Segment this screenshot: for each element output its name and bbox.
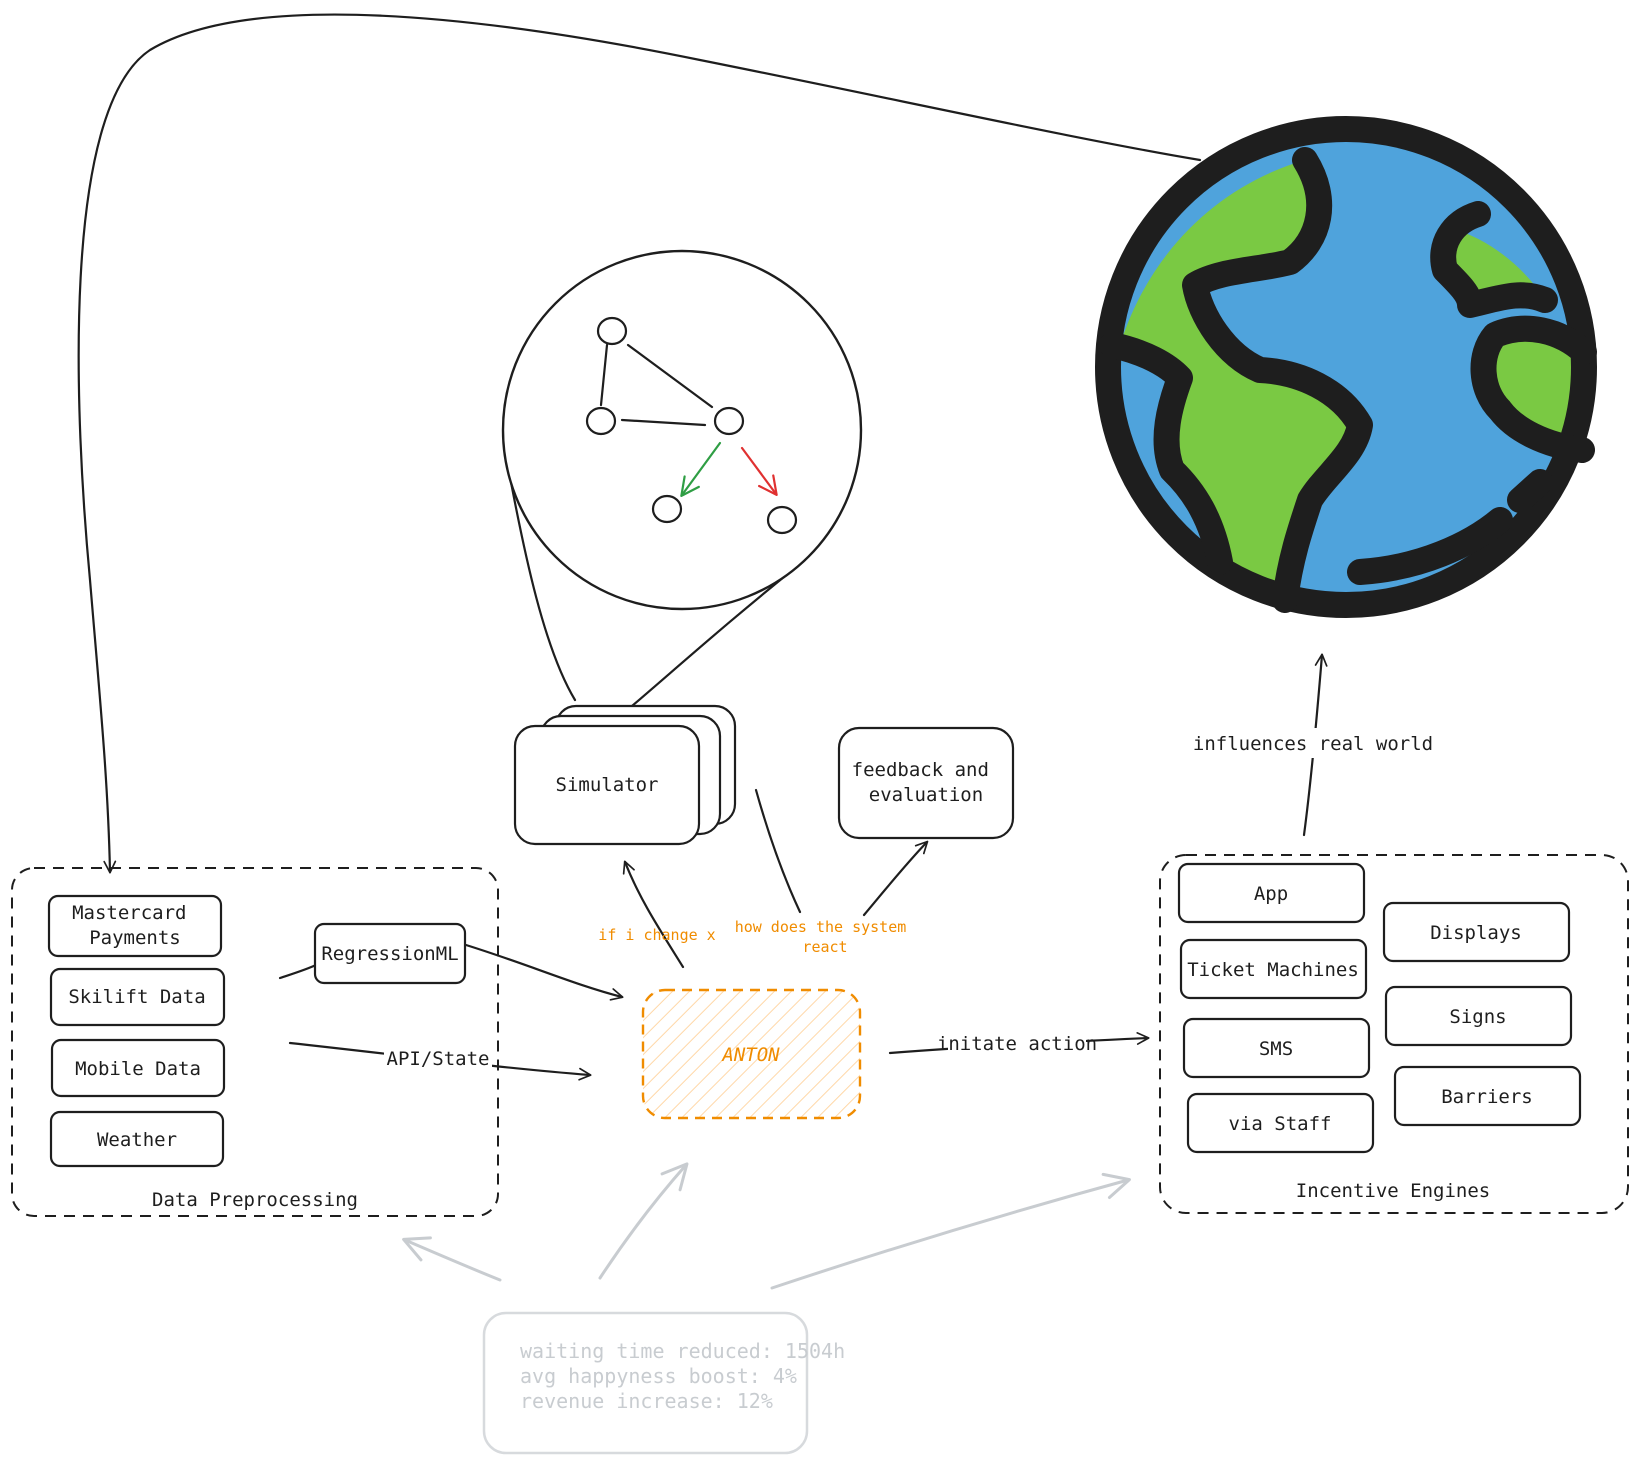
incentive-engines-title: Incentive Engines — [1296, 1180, 1490, 1202]
anton-to-simulator-arrow — [622, 860, 685, 969]
data-source-mastercard[interactable]: Mastercard Payments — [47, 894, 223, 958]
feedback-evaluation-node[interactable]: feedback and evaluation — [837, 726, 1015, 840]
barriers-label: Barriers — [1441, 1086, 1533, 1108]
ticket-machines-label: Ticket Machines — [1187, 959, 1359, 981]
influences-label-bg — [1210, 728, 1415, 758]
anton-label: ANTON — [721, 1044, 780, 1066]
anton-node[interactable]: ANTON — [641, 988, 862, 1120]
regression-ml-node[interactable]: RegressionML — [313, 922, 467, 985]
feedback-line-2: evaluation — [869, 784, 983, 806]
feedback-loop-arrow — [77, 13, 1202, 874]
skilift-label: Skilift Data — [68, 986, 205, 1008]
displays-label: Displays — [1430, 922, 1522, 944]
metrics-to-anton-arrow — [598, 1162, 689, 1280]
data-source-skilift[interactable]: Skilift Data — [49, 967, 226, 1027]
mastercard-line-1: Mastercard — [72, 902, 186, 924]
data-source-weather[interactable]: Weather — [49, 1110, 225, 1168]
mobile-label: Mobile Data — [75, 1058, 201, 1080]
via-staff-label: via Staff — [1229, 1113, 1332, 1135]
simulator-label: Simulator — [556, 774, 659, 796]
initiate-action-label: initate action — [937, 1033, 1097, 1055]
feedback-line-1: feedback and — [852, 759, 989, 781]
metric-happyness: avg happyness boost: 4% — [520, 1364, 797, 1388]
globe-icon — [1095, 116, 1597, 618]
simulator-node[interactable]: Simulator — [513, 704, 737, 846]
initiate-action-label-bg — [948, 1030, 1086, 1056]
weather-label: Weather — [97, 1129, 177, 1151]
engine-via-staff[interactable]: via Staff — [1186, 1092, 1375, 1154]
svg-text:feedback and evaluation: feedback and evaluation — [852, 759, 1001, 806]
zoom-circle — [501, 249, 863, 611]
simulator-zoom — [501, 249, 863, 708]
influences-arrow — [1302, 653, 1328, 837]
incentive-engines-group: Incentive Engines App Ticket Machines SM… — [1159, 854, 1629, 1214]
how-react-line-2: react — [802, 938, 847, 956]
metrics-to-preprocessing-arrow — [402, 1236, 502, 1282]
data-preprocessing-group: Data Preprocessing Mastercard Payments S… — [11, 867, 499, 1217]
influences-label: influences real world — [1193, 733, 1433, 755]
metrics-box: waiting time reduced: 1504h avg happynes… — [482, 1311, 845, 1455]
engine-signs[interactable]: Signs — [1384, 985, 1573, 1047]
api-state-label: API/State — [387, 1048, 490, 1070]
if-change-label: if i change x — [598, 926, 715, 944]
metric-revenue: revenue increase: 12% — [520, 1389, 773, 1413]
sms-label: SMS — [1259, 1038, 1293, 1060]
app-label: App — [1254, 883, 1288, 905]
data-preprocessing-title: Data Preprocessing — [152, 1189, 358, 1211]
engine-ticket-machines[interactable]: Ticket Machines — [1179, 938, 1368, 1000]
signs-label: Signs — [1449, 1006, 1506, 1028]
engine-barriers[interactable]: Barriers — [1393, 1065, 1582, 1127]
svg-text:how does the system react: how does the system react — [735, 918, 916, 956]
regression-ml-label: RegressionML — [321, 943, 458, 965]
engine-app[interactable]: App — [1177, 862, 1366, 924]
regression-to-anton-arrow — [464, 943, 624, 1001]
how-react-line-1: how does the system — [735, 918, 907, 936]
api-state-label-bg — [384, 1044, 492, 1070]
causal-graph-icon — [585, 316, 798, 535]
mastercard-line-2: Payments — [89, 927, 181, 949]
svg-text:Mastercard Payments: Mastercard Payments — [72, 902, 198, 949]
data-source-mobile[interactable]: Mobile Data — [50, 1038, 226, 1098]
engine-sms[interactable]: SMS — [1182, 1017, 1371, 1079]
simulator-to-feedback-arrow — [754, 788, 927, 917]
engine-displays[interactable]: Displays — [1382, 901, 1571, 963]
metric-waiting-time: waiting time reduced: 1504h — [520, 1339, 845, 1363]
skilift-to-regression-line — [278, 963, 318, 980]
metrics-to-incentive-arrow — [770, 1172, 1131, 1290]
